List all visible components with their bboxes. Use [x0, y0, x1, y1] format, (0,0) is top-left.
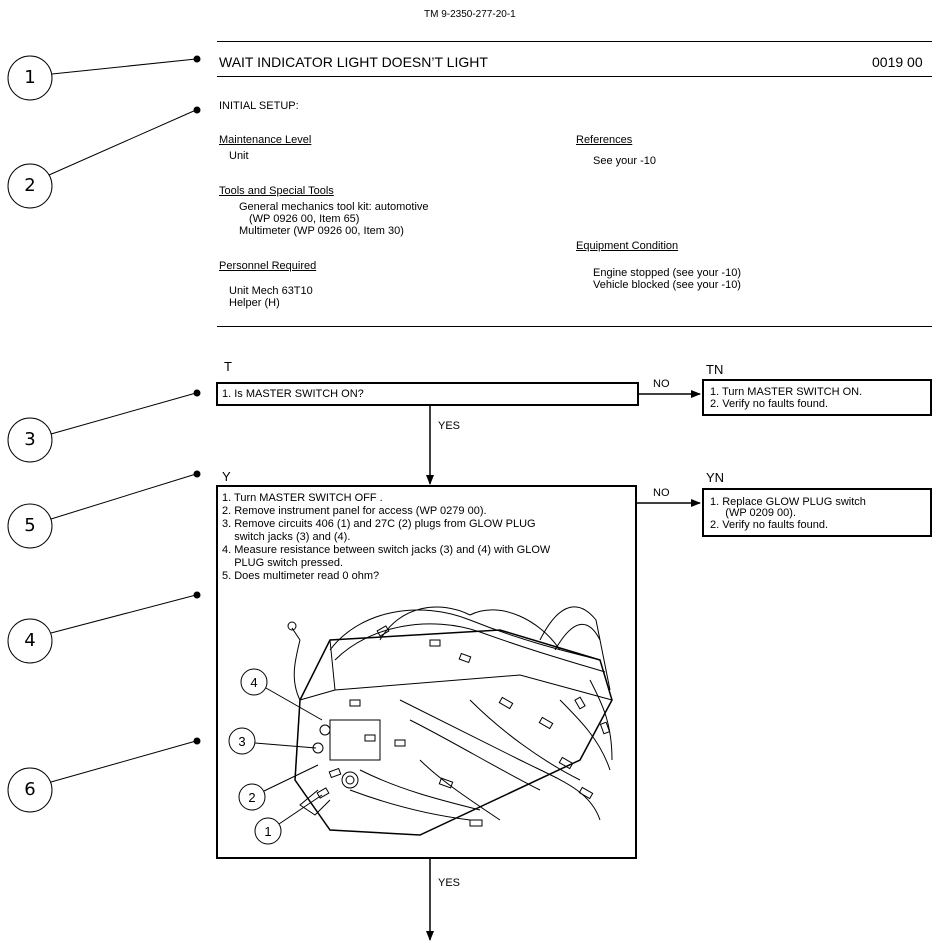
step-t-tag: T [224, 359, 232, 374]
setup-bottom-rule [217, 326, 932, 327]
tools-line: Multimeter (WP 0926 00, Item 30) [239, 225, 404, 237]
step-yn-line: (WP 0209 00). [710, 507, 797, 519]
personnel-line: Helper (H) [229, 297, 280, 309]
step-y-line: 2. Remove instrument panel for access (W… [222, 505, 487, 517]
yes-label: YES [438, 420, 461, 432]
illustration-callout-1 [254, 794, 323, 845]
step-t-box: 1. Is MASTER SWITCH ON? [216, 382, 639, 406]
references-label: References [576, 134, 633, 146]
page-title: WAIT INDICATOR LIGHT DOESN’T LIGHT [219, 54, 488, 70]
no-label: NO [653, 378, 670, 390]
document-number: TM 9-2350-277-20-1 [424, 9, 516, 20]
title-top-rule [217, 41, 932, 42]
illustration-callout-4 [240, 668, 323, 721]
step-yn-tag: YN [706, 470, 725, 485]
yes-label: YES [438, 877, 461, 889]
step-yn-line: 2. Verify no faults found. [710, 519, 829, 531]
callout-number: 3 [24, 429, 36, 450]
step-y-line: 4. Measure resistance between switch jac… [222, 544, 551, 556]
work-package-number: 0019 00 [872, 54, 923, 70]
tools-label: Tools and Special Tools [219, 185, 334, 197]
equipment-condition-label: Equipment Condition [576, 240, 679, 252]
no-label: NO [653, 487, 670, 499]
step-t-question: 1. Is MASTER SWITCH ON? [222, 388, 364, 400]
callout-3 [7, 389, 201, 463]
step-y-tag: Y [222, 469, 231, 484]
step-tn-line: 1. Turn MASTER SWITCH ON. [710, 386, 863, 398]
equipment-condition-line: Vehicle blocked (see your -10) [593, 279, 741, 291]
illustration-callout-number: 3 [238, 734, 246, 749]
step-y-line: 1. Turn MASTER SWITCH OFF . [222, 492, 383, 504]
references-value: See your -10 [593, 155, 656, 167]
callout-5 [7, 470, 201, 549]
illustration-callout-number: 4 [250, 675, 258, 690]
tools-line: General mechanics tool kit: automotive [239, 201, 429, 213]
illustration-callout-3 [228, 727, 317, 755]
callout-1 [7, 55, 201, 101]
maintenance-level-label: Maintenance Level [219, 134, 312, 146]
setup-heading: INITIAL SETUP: [219, 100, 299, 112]
step-yn-line: 1. Replace GLOW PLUG switch [710, 496, 866, 508]
equipment-condition-line: Engine stopped (see your -10) [593, 267, 741, 279]
step-y-line: 5. Does multimeter read 0 ohm? [222, 570, 380, 582]
personnel-line: Unit Mech 63T10 [229, 285, 313, 297]
step-tn-tag: TN [706, 362, 724, 377]
step-y-line: switch jacks (3) and (4). [222, 531, 351, 543]
callout-2 [7, 106, 201, 209]
callout-number: 2 [24, 175, 36, 196]
callout-4 [7, 591, 201, 664]
illustration-callout-2 [238, 764, 319, 811]
step-tn-line: 2. Verify no faults found. [710, 398, 829, 410]
step-y-line: PLUG switch pressed. [222, 557, 344, 569]
step-yn-box: 1. Replace GLOW PLUG switch (WP 0209 00)… [702, 488, 932, 537]
instrument-panel-wiring-illustration [228, 606, 613, 845]
step-y-line: 3. Remove circuits 406 (1) and 27C (2) p… [222, 518, 536, 530]
illustration-callout-number: 2 [248, 790, 256, 805]
callout-number: 4 [24, 630, 36, 651]
title-bottom-rule [217, 76, 932, 77]
step-tn-box: 1. Turn MASTER SWITCH ON. 2. Verify no f… [702, 379, 932, 416]
callout-6 [7, 737, 201, 813]
maintenance-level-value: Unit [229, 150, 249, 162]
illustration-callout-number: 1 [264, 824, 272, 839]
callout-number: 6 [24, 779, 36, 800]
tools-line: (WP 0926 00, Item 65) [249, 213, 360, 225]
callout-number: 5 [24, 515, 36, 536]
personnel-label: Personnel Required [219, 260, 317, 272]
step-y-box: 1. Turn MASTER SWITCH OFF . 2. Remove in… [216, 485, 637, 859]
callout-number: 1 [24, 67, 36, 88]
